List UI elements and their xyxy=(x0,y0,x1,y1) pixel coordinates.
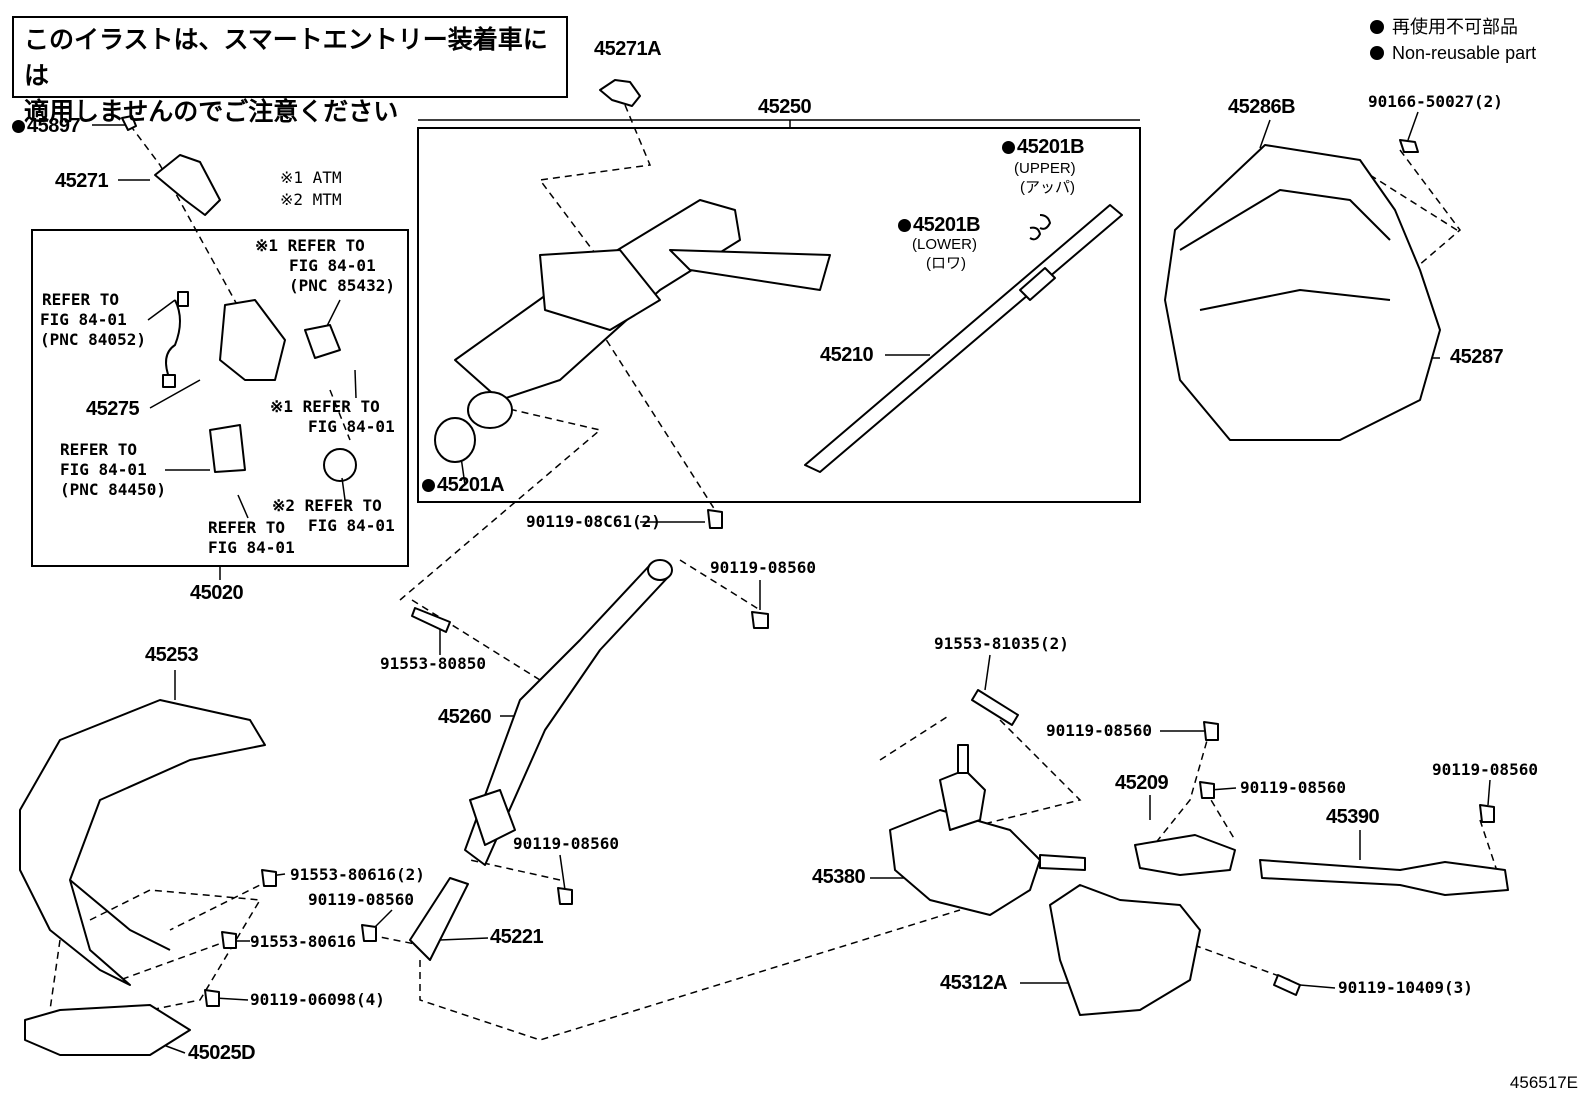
variant-note-2: ※2 MTM xyxy=(280,190,342,209)
label-91553-80616-2[interactable]: 91553-80616(2) xyxy=(290,865,425,884)
label-45897[interactable]: 45897 xyxy=(12,115,81,137)
upper-jp: (アッパ) xyxy=(1020,179,1075,196)
label-45210[interactable]: 45210 xyxy=(820,344,874,366)
non-reusable-dot-icon xyxy=(422,479,435,492)
non-reusable-dot-icon xyxy=(898,219,911,232)
label-90119-08560-c[interactable]: 90119-08560 xyxy=(1240,778,1346,797)
label-45020[interactable]: 45020 xyxy=(190,582,244,604)
label-90119-08560-e[interactable]: 90119-08560 xyxy=(513,834,619,853)
label-45201A[interactable]: 45201A xyxy=(422,474,505,496)
refer-5[interactable]: ※2 REFER TO FIG 84-01 xyxy=(272,496,395,535)
refer-2[interactable]: REFER TO FIG 84-01 (PNC 84052) xyxy=(40,290,146,349)
label-90119-08560-b[interactable]: 90119-08560 xyxy=(1046,721,1152,740)
non-reusable-dot-icon xyxy=(12,120,25,133)
lower-jp: (ロワ) xyxy=(926,255,966,272)
notice-line-1: このイラストは、スマートエントリー装着車には xyxy=(24,25,548,90)
bullet-icon xyxy=(1370,46,1384,60)
label-90119-08560-a[interactable]: 90119-08560 xyxy=(710,558,816,577)
legend-row-jp: 再使用不可部品 xyxy=(1370,14,1536,40)
label-45209[interactable]: 45209 xyxy=(1115,772,1169,794)
label-90119-08560-f[interactable]: 90119-08560 xyxy=(308,890,414,909)
label-45287[interactable]: 45287 xyxy=(1450,346,1504,368)
label-45201B-upper[interactable]: 45201B xyxy=(1002,136,1085,158)
label-45201B-lower[interactable]: 45201B xyxy=(898,214,981,236)
label-45312A[interactable]: 45312A xyxy=(940,972,1008,994)
label-90166-50027[interactable]: 90166-50027(2) xyxy=(1368,92,1503,111)
label-90119-08C61[interactable]: 90119-08C61(2) xyxy=(526,512,661,531)
label-90119-06098[interactable]: 90119-06098(4) xyxy=(250,990,385,1009)
label-45275[interactable]: 45275 xyxy=(86,398,140,420)
legend-jp: 再使用不可部品 xyxy=(1392,17,1518,37)
lower-en: (LOWER) xyxy=(912,236,977,253)
label-91553-80850[interactable]: 91553-80850 xyxy=(380,654,486,673)
label-45260[interactable]: 45260 xyxy=(438,706,492,728)
label-91553-80616[interactable]: 91553-80616 xyxy=(250,932,356,951)
legend: 再使用不可部品 Non-reusable part xyxy=(1370,14,1536,66)
non-reusable-dot-icon xyxy=(1002,141,1015,154)
upper-en: (UPPER) xyxy=(1014,160,1076,177)
label-45271A[interactable]: 45271A xyxy=(594,38,662,60)
applicability-notice: このイラストは、スマートエントリー装着車には 適用しませんのでご注意ください xyxy=(12,16,568,126)
refer-3[interactable]: ※1 REFER TO FIG 84-01 xyxy=(270,397,395,436)
illustration-code: 456517E xyxy=(1509,1073,1578,1092)
label-91553-81035[interactable]: 91553-81035(2) xyxy=(934,634,1069,653)
label-45380[interactable]: 45380 xyxy=(812,866,866,888)
legend-row-en: Non-reusable part xyxy=(1370,40,1536,66)
refer-4[interactable]: REFER TO FIG 84-01 (PNC 84450) xyxy=(60,440,166,499)
label-45390[interactable]: 45390 xyxy=(1326,806,1380,828)
label-45253[interactable]: 45253 xyxy=(145,644,199,666)
label-90119-10409[interactable]: 90119-10409(3) xyxy=(1338,978,1473,997)
legend-en: Non-reusable part xyxy=(1392,43,1537,63)
label-45221[interactable]: 45221 xyxy=(490,926,544,948)
label-45250[interactable]: 45250 xyxy=(758,96,812,118)
notice-line-2: 適用しませんのでご注意ください xyxy=(24,97,399,126)
label-45286B[interactable]: 45286B xyxy=(1228,96,1296,118)
refer-1[interactable]: ※1 REFER TO FIG 84-01 (PNC 85432) xyxy=(255,236,395,295)
variant-note-1: ※1 ATM xyxy=(280,168,342,187)
refer-6[interactable]: REFER TO FIG 84-01 xyxy=(208,518,295,557)
label-90119-08560-d[interactable]: 90119-08560 xyxy=(1432,760,1538,779)
label-45271[interactable]: 45271 xyxy=(55,170,109,192)
column-assembly-box xyxy=(417,127,1141,503)
label-45025D[interactable]: 45025D xyxy=(188,1042,256,1064)
bullet-icon xyxy=(1370,20,1384,34)
